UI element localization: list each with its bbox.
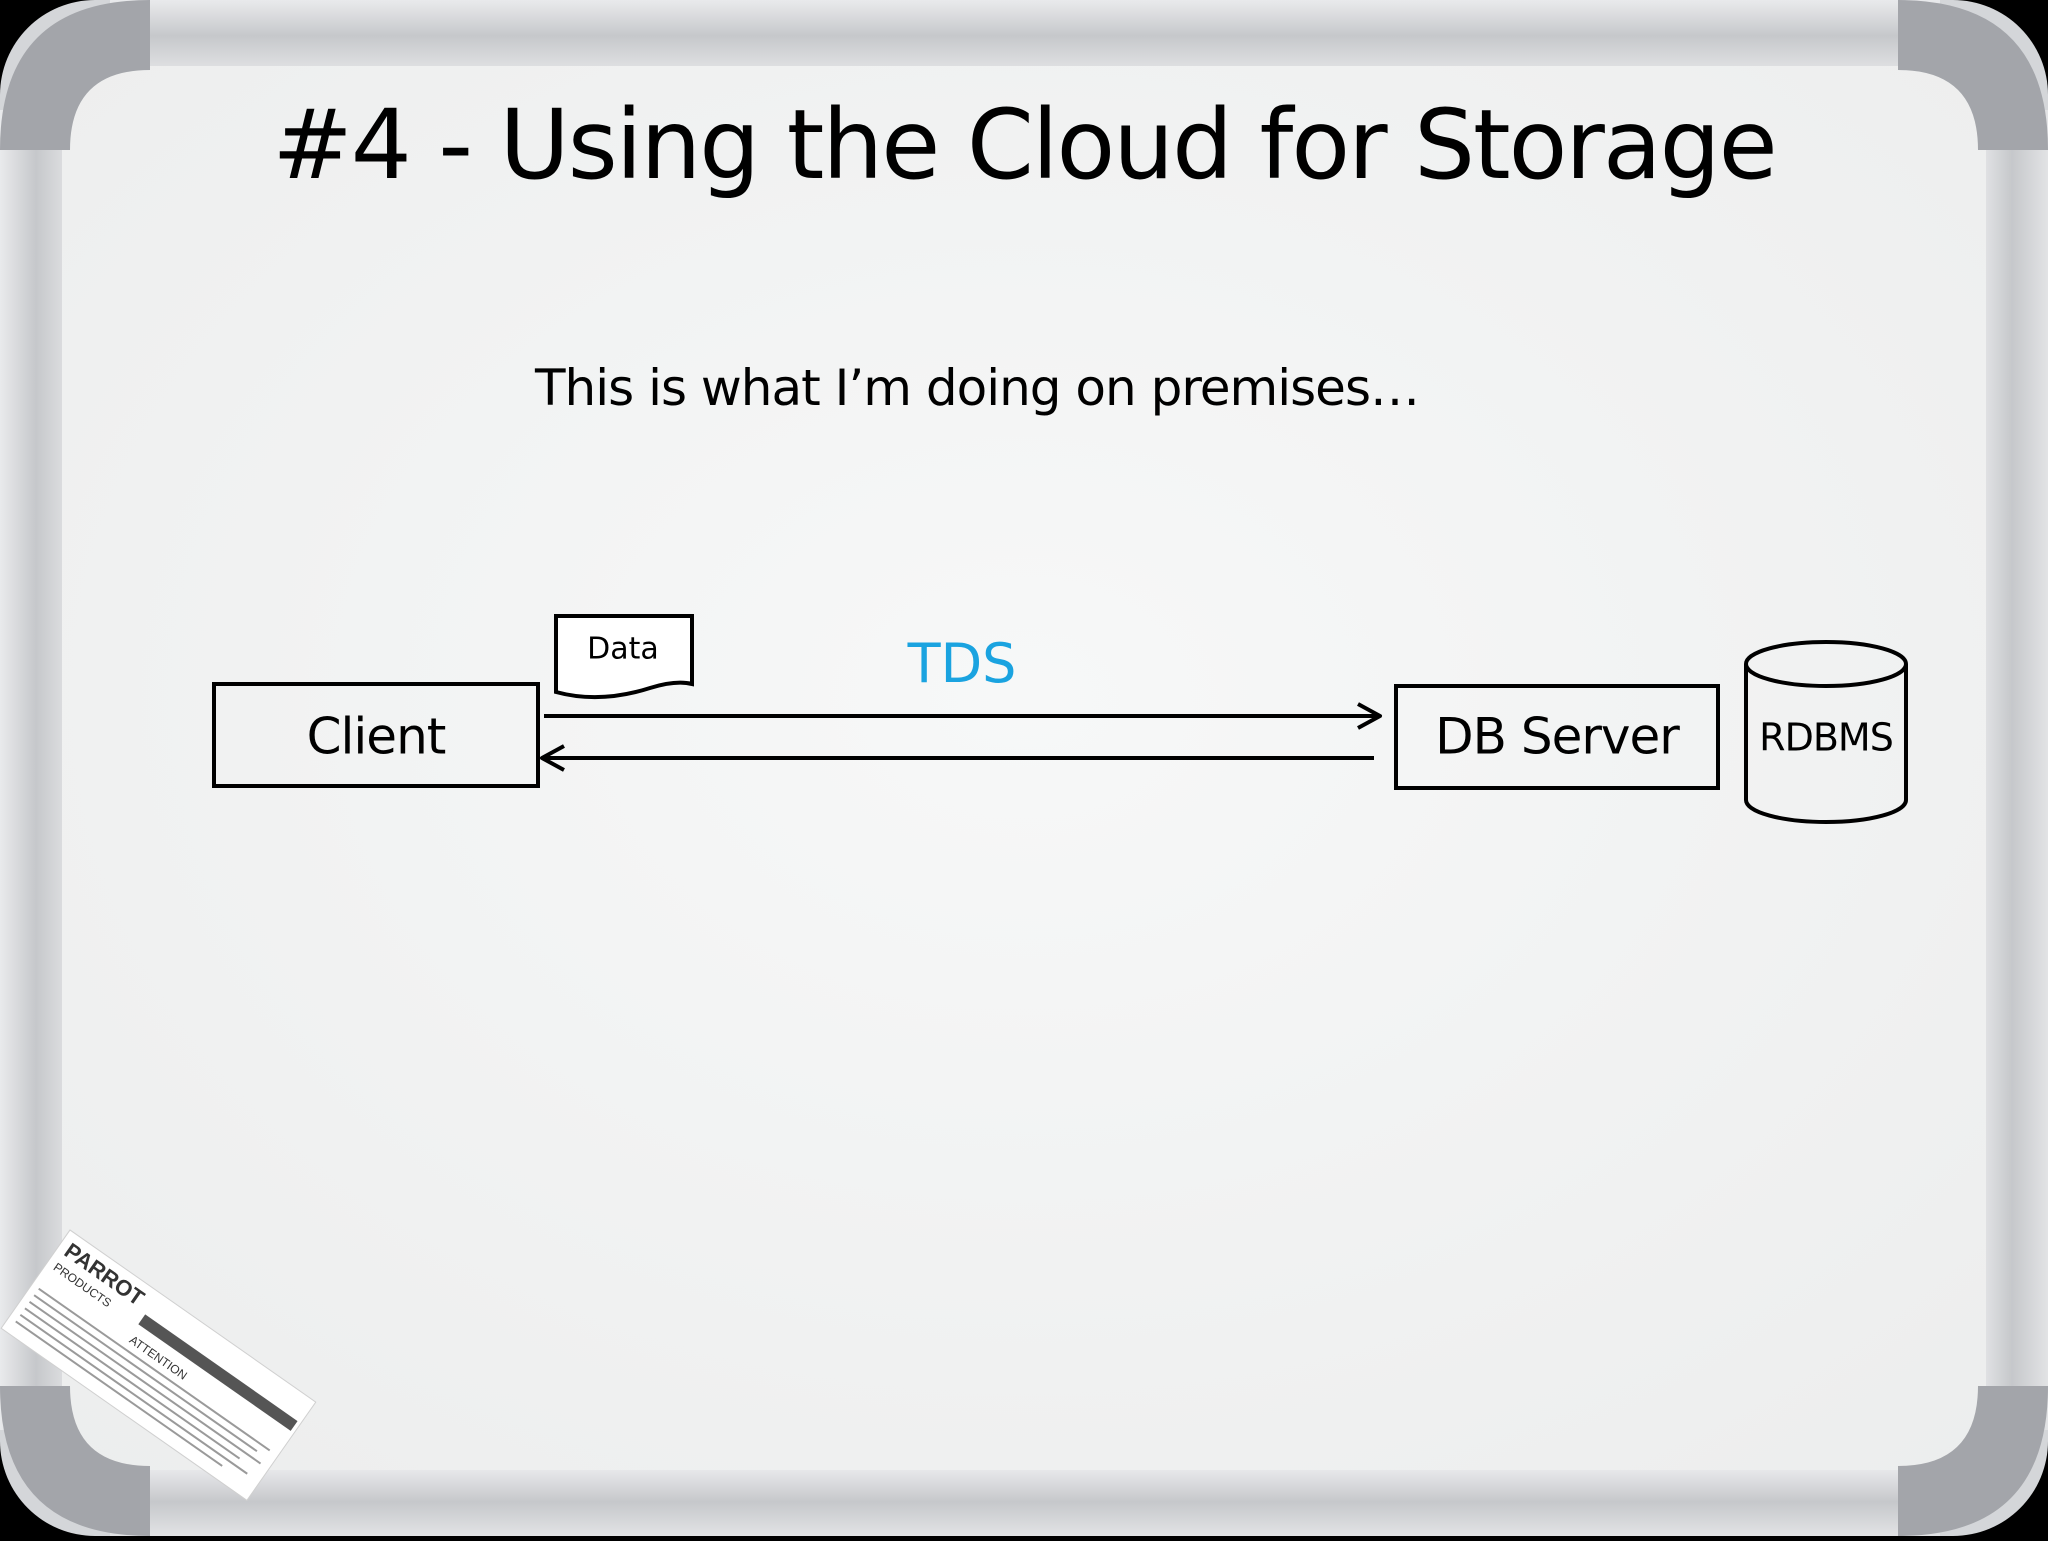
sticker-fine-print [15, 1287, 271, 1475]
request-arrow [544, 702, 1382, 730]
client-label: Client [307, 708, 446, 766]
protocol-label: TDS [907, 632, 1017, 695]
db-server-label: DB Server [1435, 708, 1680, 766]
db-server-node: DB Server [1394, 684, 1720, 790]
corner-cap-bottom-right [1898, 1386, 2048, 1536]
response-arrow [540, 744, 1374, 772]
frame-left [0, 110, 72, 1430]
rdbms-node: RDBMS [1744, 640, 1908, 824]
client-node: Client [212, 682, 540, 788]
document-icon [554, 614, 694, 700]
corner-cap-top-left [0, 0, 150, 150]
corner-cap-bottom-left [0, 1386, 150, 1536]
client-box [212, 682, 540, 788]
corner-cap-top-right [1898, 0, 2048, 150]
board-surface [62, 66, 1986, 1470]
brand-sticker: PARROT PRODUCTS ATTENTION [0, 1229, 317, 1502]
frame-bottom [110, 1468, 1940, 1536]
slide-title: #4 - Using the Cloud for Storage [272, 89, 1775, 201]
sticker-stripe [138, 1314, 298, 1431]
slide-subtitle: This is what I’m doing on premises… [534, 359, 1419, 417]
sticker-background [0, 1229, 317, 1502]
frame-top [110, 0, 1940, 72]
cylinder-top [1744, 640, 1908, 688]
data-document-node: Data [554, 614, 694, 700]
frame-right [1976, 110, 2048, 1430]
data-label: Data [587, 632, 659, 667]
cylinder-icon [1744, 664, 1908, 824]
rdbms-label: RDBMS [1759, 716, 1893, 760]
db-server-box [1394, 684, 1720, 790]
